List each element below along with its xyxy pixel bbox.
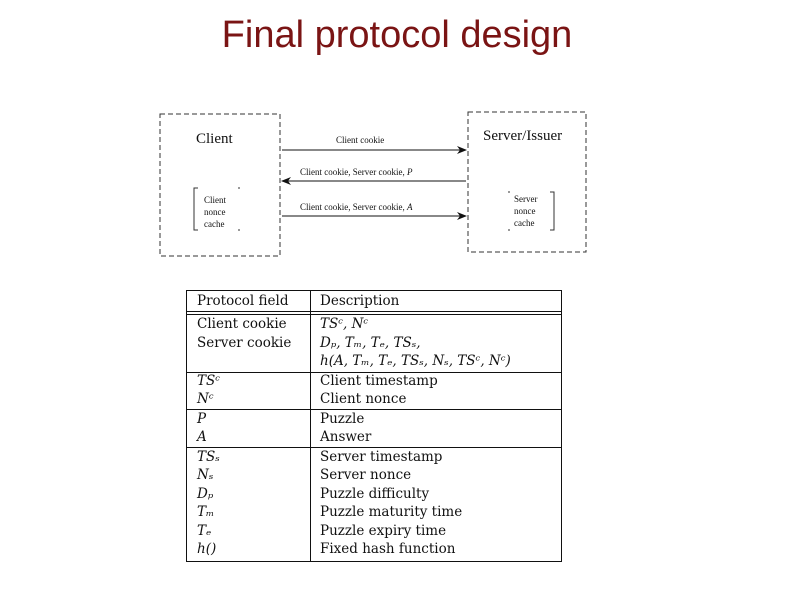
client-box [159, 113, 281, 257]
field-puzzle-difficulty: Dₚ [197, 486, 214, 502]
server-cache-bracket [550, 191, 555, 231]
field-client-timestamp: TSᶜ [197, 373, 221, 389]
server-cache-line-1: Server [514, 194, 538, 204]
desc-client-nonce: Client nonce [320, 391, 407, 407]
desc-server-cookie-line-2: h(A, Tₘ, Tₑ, TSₛ, Nₛ, TSᶜ, Nᶜ) [320, 353, 511, 369]
server-cache-line-3: cache [514, 218, 534, 228]
desc-client-cookie: TSᶜ, Nᶜ [320, 316, 369, 332]
desc-server-timestamp: Server timestamp [320, 449, 443, 465]
desc-client-timestamp: Client timestamp [320, 373, 438, 389]
message-2-label: Client cookie, Server cookie, P [300, 167, 413, 177]
desc-answer: Answer [320, 429, 372, 445]
message-3-label: Client cookie, Server cookie, A [300, 202, 413, 212]
header-description: Description [320, 293, 400, 309]
desc-maturity-time: Puzzle maturity time [320, 504, 463, 520]
client-cache-line-2: nonce [204, 207, 226, 217]
message-1-label: Client cookie [336, 135, 384, 145]
field-hash-function: h() [197, 541, 217, 557]
field-server-nonce: Nₛ [197, 467, 214, 483]
server-box [467, 111, 587, 253]
field-expiry-time: Tₑ [197, 523, 212, 539]
field-server-timestamp: TSₛ [197, 449, 220, 465]
field-client-cookie: Client cookie [197, 316, 287, 332]
slide-title: Final protocol design [221, 14, 573, 56]
client-cache-bracket [193, 187, 198, 231]
desc-puzzle-difficulty: Puzzle difficulty [320, 486, 430, 502]
client-cache-line-3: cache [204, 219, 224, 229]
protocol-field-table: Protocol field Description Client cookie… [186, 290, 562, 562]
desc-puzzle: Puzzle [320, 411, 365, 427]
field-answer: A [197, 429, 207, 445]
protocol-diagram: Client Client nonce cache Server/Issuer … [159, 111, 587, 257]
desc-server-cookie-line-1: Dₚ, Tₘ, Tₑ, TSₛ, [320, 335, 421, 351]
server-label: Server/Issuer [483, 128, 562, 144]
server-cache-line-2: nonce [514, 206, 536, 216]
field-server-cookie: Server cookie [197, 335, 292, 351]
field-maturity-time: Tₘ [197, 504, 215, 520]
client-label: Client [196, 131, 233, 147]
field-client-nonce: Nᶜ [197, 391, 214, 407]
desc-hash-function: Fixed hash function [320, 541, 456, 557]
client-cache-line-1: Client [204, 195, 226, 205]
desc-server-nonce: Server nonce [320, 467, 412, 483]
desc-expiry-time: Puzzle expiry time [320, 523, 447, 539]
field-puzzle: P [197, 411, 207, 427]
header-protocol-field: Protocol field [197, 293, 289, 309]
